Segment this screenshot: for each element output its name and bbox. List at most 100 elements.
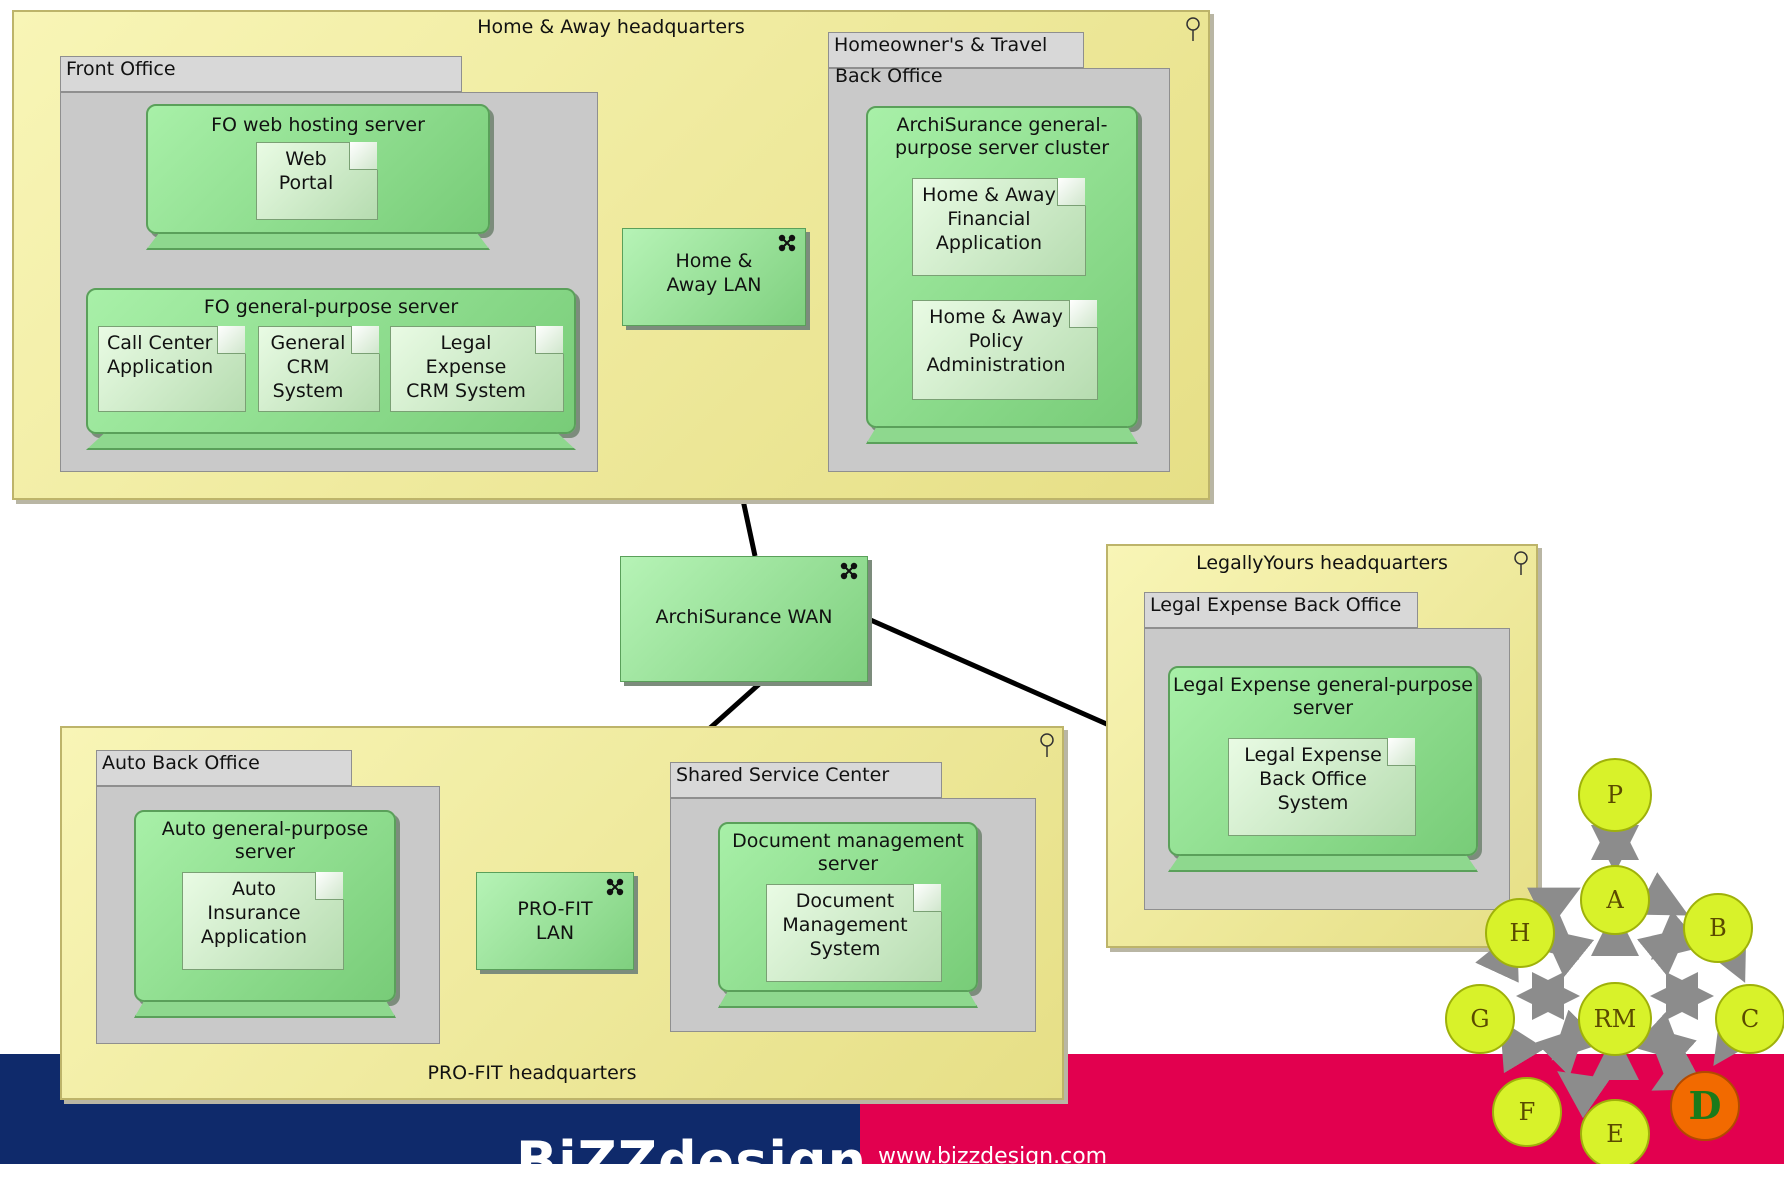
node-base — [718, 990, 978, 1008]
network-label: PRO-FIT — [517, 898, 593, 920]
graph-arrow — [1651, 1046, 1706, 1091]
graph-arrow — [1645, 1025, 1697, 1076]
artifact-line: CRM System — [406, 380, 526, 402]
node-title-line: server — [817, 853, 879, 875]
artifact-line: Call Center — [107, 332, 213, 354]
graph-node-f — [1492, 1077, 1562, 1147]
network-home-away-lan: Home &Away LAN — [622, 228, 806, 326]
network-icon — [778, 234, 796, 252]
org-unit-legal-expense-back-office-tab: Legal Expense Back Office — [1144, 592, 1418, 628]
graph-node-d — [1670, 1071, 1740, 1141]
artifact-line: General — [270, 332, 346, 354]
artifact-line: Auto — [231, 878, 277, 900]
artifact-line: Administration — [926, 354, 1066, 376]
graph-label-e: E — [1606, 1120, 1624, 1148]
location-pin-icon — [1186, 17, 1200, 41]
artifact-fold — [1069, 300, 1097, 328]
artifact-line: Legal — [440, 332, 492, 354]
node-title-line: server — [234, 841, 296, 863]
artifact-line: System — [272, 380, 344, 402]
artifact-line: Web — [285, 148, 327, 170]
artifact-fold — [217, 326, 245, 354]
graph-label-b: B — [1709, 914, 1727, 942]
org-unit-shared-service-center-tab: Shared Service Center — [670, 762, 942, 798]
artifact-fold — [535, 326, 563, 354]
graph-label-p: P — [1607, 781, 1623, 809]
artifact-line: Home & Away — [929, 306, 1063, 328]
graph-node-b — [1683, 893, 1753, 963]
org-unit-front-office-tab: Front Office — [60, 56, 462, 92]
network-label: ArchiSurance WAN — [655, 606, 833, 628]
node-base — [146, 232, 490, 250]
node-title-line: ArchiSurance general- — [896, 114, 1108, 136]
artifact-line: Back Office — [1259, 768, 1367, 790]
artifact-line: Insurance — [207, 902, 301, 924]
artifact-line: Policy — [968, 330, 1024, 352]
graph-node-e — [1580, 1099, 1650, 1164]
node-title-line: Auto general-purpose — [161, 818, 369, 840]
graph-node-rm — [1578, 982, 1652, 1056]
network-icon — [606, 878, 624, 896]
graph-label-rm: RM — [1594, 1005, 1637, 1033]
graph-label-c: C — [1741, 1005, 1759, 1033]
org-unit-back-office-tab: Homeowner's & Travel — [828, 32, 1084, 68]
network-label: Home & — [675, 250, 753, 272]
node-title-line: Document management — [732, 830, 964, 852]
graph-arrow — [1527, 887, 1581, 931]
artifact-line: Application — [200, 926, 308, 948]
artifact-line: System — [809, 938, 881, 960]
method-graph: P A B H G RM C F E D — [1445, 758, 1784, 1164]
artifact-fold — [1387, 738, 1415, 766]
artifact-fold — [913, 884, 941, 912]
artifact-line: Home & Away — [922, 184, 1056, 206]
graph-node-c — [1715, 984, 1784, 1054]
artifact-line: CRM — [286, 356, 330, 378]
node-title-line: purpose server cluster — [894, 137, 1110, 159]
artifact-fold — [351, 326, 379, 354]
location-title: Home & Away headquarters — [477, 16, 745, 38]
graph-arrow — [1634, 872, 1689, 916]
graph-label-d: D — [1689, 1083, 1722, 1128]
graph-arrow — [1650, 910, 1703, 960]
network-label: LAN — [535, 922, 575, 944]
graph-arrow — [1535, 1025, 1587, 1077]
network-label: Away LAN — [666, 274, 762, 296]
artifact-fold — [1057, 178, 1085, 206]
location-title: PRO-FIT headquarters — [427, 1062, 637, 1084]
location-title: LegallyYours headquarters — [1196, 552, 1448, 574]
graph-node-g — [1445, 984, 1515, 1054]
network-archisurance-wan: ArchiSurance WAN — [620, 556, 868, 682]
graph-arrow — [1557, 1071, 1611, 1119]
node-title-line: Legal Expense general-purpose — [1173, 674, 1473, 696]
artifact-line: Management — [782, 914, 908, 936]
graph-node-p — [1578, 758, 1652, 832]
org-unit-auto-back-office-tab: Auto Back Office — [96, 750, 352, 786]
network-icon — [840, 562, 858, 580]
node-base — [86, 432, 576, 450]
artifact-line: Legal Expense — [1244, 744, 1382, 766]
org-unit-label: Back Office — [835, 65, 943, 87]
location-pin-icon — [1040, 733, 1054, 757]
artifact-line: Expense — [425, 356, 507, 378]
location-pin-icon — [1514, 551, 1528, 575]
node-base — [866, 426, 1138, 444]
artifact-line: Financial — [947, 208, 1031, 230]
graph-label-g: G — [1470, 1005, 1489, 1033]
node-title-line: server — [1292, 697, 1354, 719]
node-base — [134, 1000, 396, 1018]
node-base — [1168, 854, 1478, 872]
artifact-line: Application — [107, 356, 214, 378]
node-title: FO general-purpose server — [203, 296, 459, 318]
artifact-line: Document — [795, 890, 895, 912]
graph-label-h: H — [1510, 919, 1531, 947]
artifact-line: Application — [935, 232, 1043, 254]
artifact-line: Portal — [278, 172, 334, 194]
node-title: FO web hosting server — [211, 114, 425, 136]
graph-node-a — [1580, 865, 1650, 935]
graph-node-h — [1485, 898, 1555, 968]
artifact-fold — [349, 142, 377, 170]
